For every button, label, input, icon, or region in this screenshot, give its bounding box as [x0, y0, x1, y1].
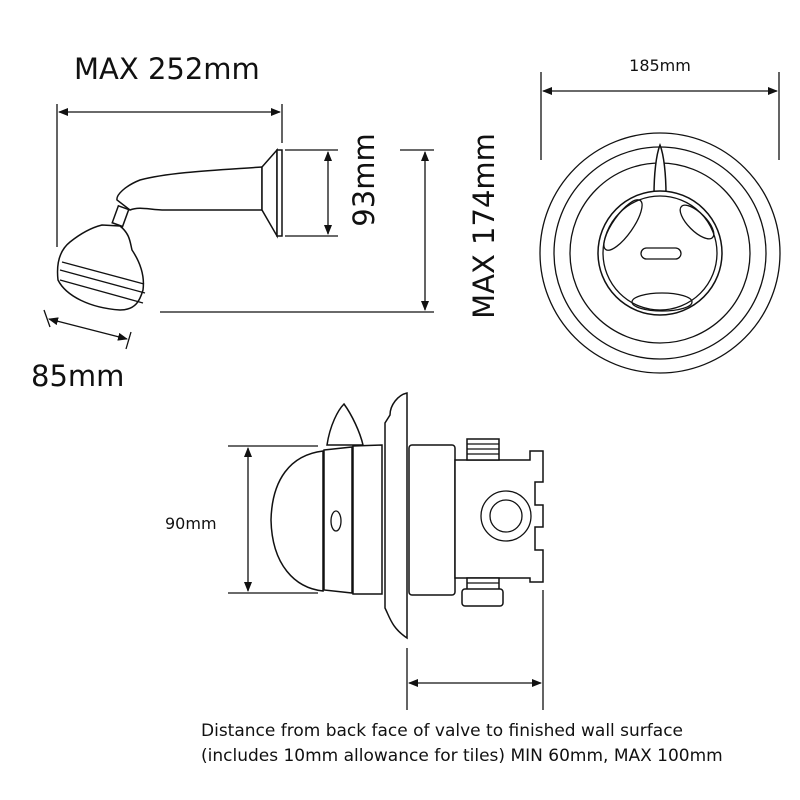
- knob-cap: [270, 450, 324, 592]
- valve-outlet-inner: [489, 499, 523, 533]
- arm-wall-flange: [276, 149, 283, 237]
- knob-band: [323, 446, 353, 594]
- valve-outlet-outer: [480, 490, 532, 542]
- knob-grip: [631, 292, 693, 312]
- arm-flange-bevel: [261, 148, 278, 239]
- knob-height-label: 90mm: [165, 514, 217, 533]
- knob-band: [352, 444, 383, 595]
- knob-outer: [597, 190, 723, 316]
- wall-plate: [384, 392, 408, 640]
- knob-indicator-slot: [640, 247, 682, 260]
- flange-height-label: 93mm: [347, 133, 381, 226]
- valve-front-view: 185mm: [539, 56, 781, 374]
- inlet-nut: [461, 588, 504, 607]
- knob-inner: [602, 195, 718, 311]
- knob-indicator: [330, 510, 342, 532]
- valve-shroud: [408, 444, 456, 596]
- shower-head-band: [59, 279, 144, 304]
- arm-length-label: MAX 252mm: [74, 52, 260, 86]
- wall-plate-outer-ring: [539, 132, 781, 374]
- shower-head: [56, 224, 145, 311]
- caption-line-2: (includes 10mm allowance for tiles) MIN …: [201, 746, 723, 766]
- extension-line: [43, 309, 51, 328]
- knob-grip: [603, 199, 643, 251]
- valve-body: [454, 450, 544, 583]
- knob-grip: [679, 204, 715, 240]
- head-diameter-dimension-line: [48, 317, 128, 341]
- knob-pointer: [653, 142, 667, 196]
- shower-arm: [116, 166, 263, 211]
- inlet-thread-bottom: [466, 577, 500, 591]
- valve-side-view: 90mm: [165, 392, 544, 710]
- shower-arm-side-view: MAX 252mm 85mm 93mm MAX 174mm: [31, 52, 501, 393]
- shower-head-band: [59, 269, 146, 294]
- plate-diameter-label: 185mm: [629, 56, 691, 75]
- head-diameter-label: 85mm: [31, 359, 124, 393]
- knob-pointer: [326, 402, 364, 446]
- caption-line-1: Distance from back face of valve to fini…: [201, 721, 683, 741]
- extension-line: [125, 331, 132, 350]
- arm-drop-label: MAX 174mm: [467, 133, 501, 319]
- swivel-joint: [111, 204, 130, 228]
- shower-head-band: [61, 261, 145, 285]
